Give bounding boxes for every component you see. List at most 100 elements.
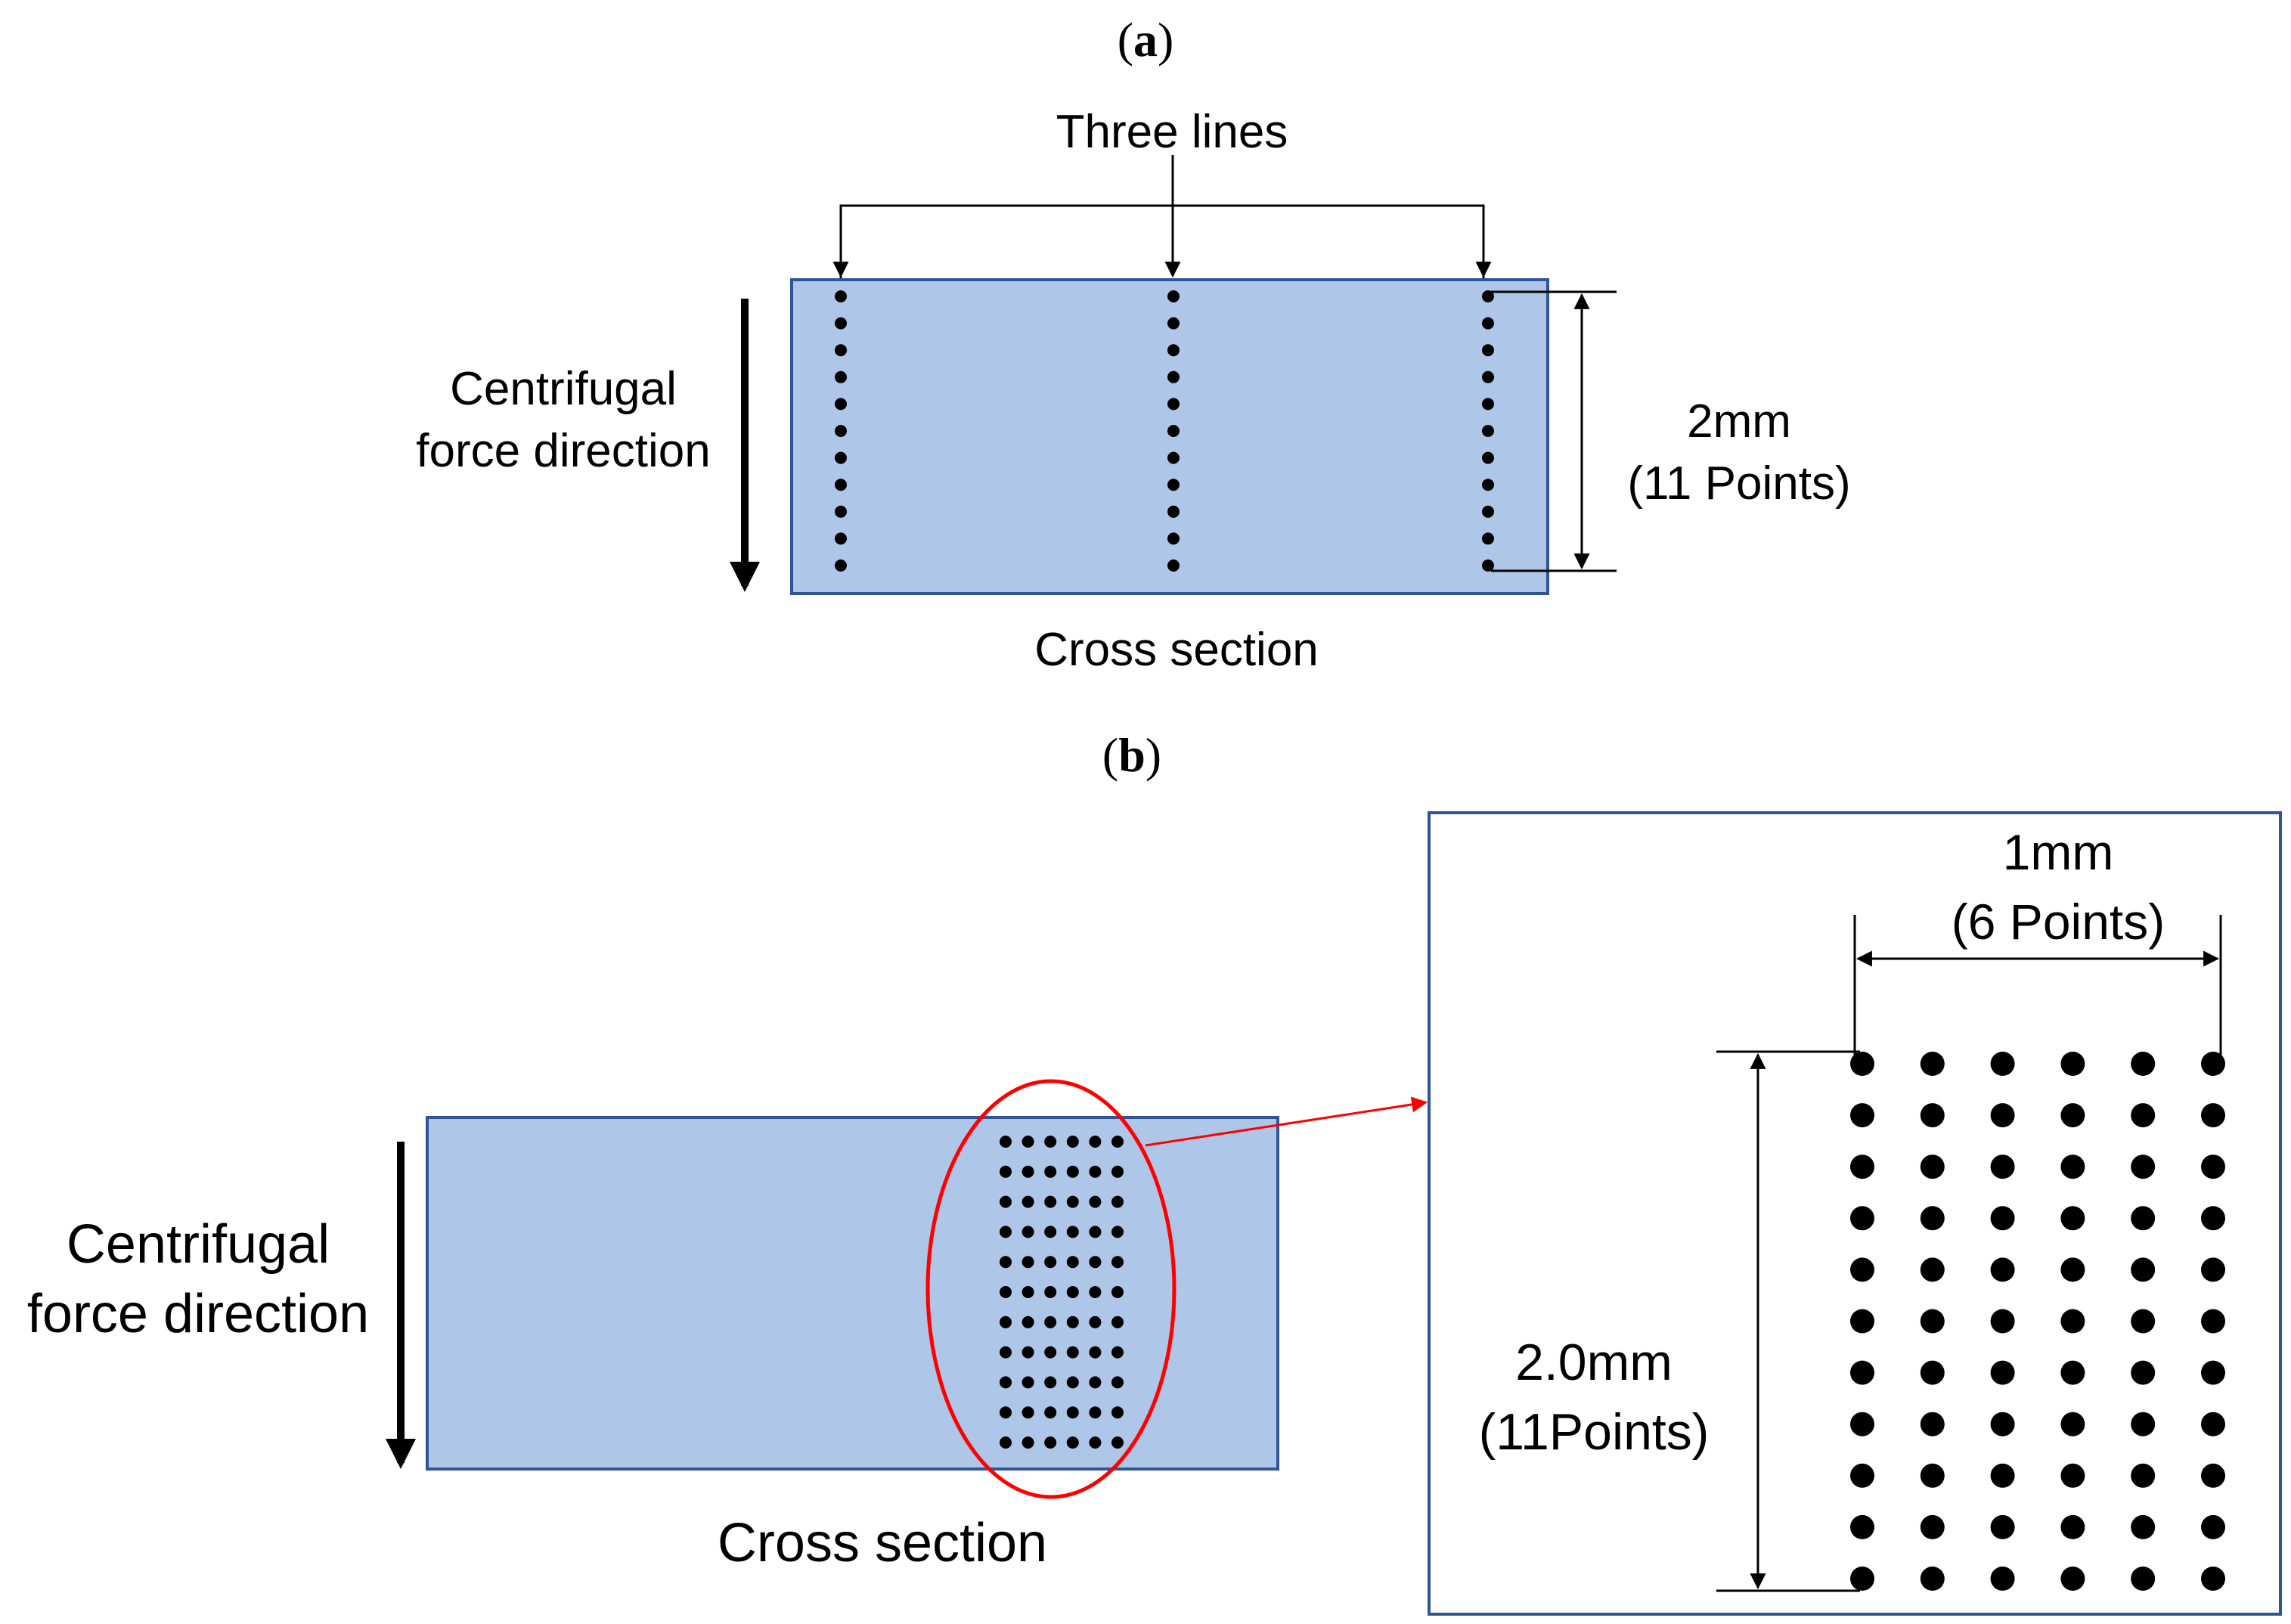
inset-height-label-line1: 2.0mm xyxy=(1515,1334,1673,1391)
inset-point xyxy=(1920,1154,1945,1179)
measurement-point xyxy=(1044,1346,1057,1359)
measurement-point xyxy=(1167,398,1180,411)
measurement-point xyxy=(1167,451,1180,464)
measurement-point xyxy=(1000,1406,1012,1419)
inset-point xyxy=(2060,1360,2085,1385)
measurement-point xyxy=(1021,1406,1034,1419)
measurement-point xyxy=(835,559,847,572)
measurement-point xyxy=(1111,1136,1124,1148)
measurement-point xyxy=(1021,1376,1034,1389)
measurement-point xyxy=(1066,1316,1079,1328)
inset-point xyxy=(1850,1514,1874,1539)
inset-point xyxy=(1850,1567,1874,1591)
measurement-point xyxy=(1000,1195,1012,1208)
measurement-point xyxy=(1111,1346,1124,1359)
measurement-point xyxy=(1044,1406,1057,1419)
measurement-point xyxy=(1089,1256,1102,1269)
measurement-point xyxy=(1000,1376,1012,1389)
measurement-point xyxy=(1482,290,1494,302)
measurement-point xyxy=(1066,1346,1079,1359)
measurement-point xyxy=(1089,1346,1102,1359)
inset-point xyxy=(1920,1309,1945,1334)
measurement-lines-a xyxy=(835,290,1494,572)
inset-point xyxy=(1990,1206,2015,1231)
measurement-point xyxy=(1044,1376,1057,1389)
measurement-point xyxy=(1111,1195,1124,1208)
measurement-point xyxy=(1089,1436,1102,1449)
inset-point xyxy=(2131,1567,2156,1591)
measurement-point xyxy=(1021,1346,1034,1359)
inset-point xyxy=(1920,1567,1945,1591)
inset-point xyxy=(1850,1463,1874,1488)
measurement-point xyxy=(1482,344,1494,357)
measurement-point xyxy=(1044,1226,1057,1238)
measurement-point xyxy=(1167,559,1180,572)
inset-point xyxy=(2060,1309,2085,1334)
inset-point xyxy=(2060,1103,2085,1128)
cross-section-b xyxy=(426,1116,1279,1471)
measurement-point xyxy=(1066,1136,1079,1148)
measurement-point xyxy=(1167,344,1180,357)
measurement-point xyxy=(1482,505,1494,518)
measurement-point xyxy=(1167,317,1180,330)
inset-point xyxy=(1990,1309,2015,1334)
inset-point xyxy=(1920,1360,1945,1385)
measurement-point xyxy=(1167,532,1180,545)
panel-b-label: (b) xyxy=(1102,728,1161,782)
inset-point xyxy=(1990,1412,2015,1436)
force-label-a-line2: force direction xyxy=(416,425,710,477)
inset-point xyxy=(1990,1360,2015,1385)
measurement-point xyxy=(1482,370,1494,383)
measurement-point xyxy=(1000,1346,1012,1359)
measurement-point xyxy=(835,532,847,545)
dim-a-label-line1: 2mm xyxy=(1687,395,1791,448)
measurement-point xyxy=(835,344,847,357)
measurement-point xyxy=(1066,1195,1079,1208)
measurement-point xyxy=(1111,1165,1124,1178)
measurement-point xyxy=(1482,479,1494,491)
inset-point xyxy=(1850,1206,1874,1231)
measurement-point xyxy=(1089,1406,1102,1419)
inset-grid xyxy=(1850,1052,2225,1591)
inset-point xyxy=(2060,1052,2085,1076)
measurement-point xyxy=(1044,1136,1057,1148)
measurement-point xyxy=(1167,370,1180,383)
measurement-point xyxy=(1111,1406,1124,1419)
inset-point xyxy=(1850,1412,1874,1436)
measurement-point xyxy=(1167,479,1180,491)
inset-point xyxy=(2131,1154,2156,1179)
inset-point xyxy=(2201,1567,2225,1591)
measurement-point xyxy=(1089,1376,1102,1389)
measurement-point xyxy=(1111,1286,1124,1298)
measurement-point xyxy=(1044,1165,1057,1178)
zoom-pointer xyxy=(1145,1096,1428,1147)
force-label-b-line2: force direction xyxy=(27,1284,369,1344)
inset-point xyxy=(2201,1052,2225,1076)
inset-point xyxy=(2060,1206,2085,1231)
inset-point xyxy=(1920,1257,1945,1282)
inset-point xyxy=(1850,1309,1874,1334)
measurement-point xyxy=(1066,1256,1079,1269)
measurement-point xyxy=(1089,1165,1102,1178)
inset-point xyxy=(1990,1514,2015,1539)
measurement-point xyxy=(1482,532,1494,545)
inset-point xyxy=(2131,1463,2156,1488)
measurement-grid-b xyxy=(1000,1136,1124,1449)
measurement-point xyxy=(1000,1136,1012,1148)
measurement-point xyxy=(1066,1436,1079,1449)
measurement-point xyxy=(1167,425,1180,437)
measurement-point xyxy=(1089,1136,1102,1148)
measurement-point xyxy=(1089,1316,1102,1328)
inset-point xyxy=(2131,1412,2156,1436)
inset-point xyxy=(2060,1567,2085,1591)
measurement-point xyxy=(835,398,847,411)
measurement-point xyxy=(1000,1436,1012,1449)
inset-width-label-line1: 1mm xyxy=(2003,824,2114,880)
inset-point xyxy=(2131,1257,2156,1282)
force-label-a-line1: Centrifugal xyxy=(450,363,677,415)
inset-point xyxy=(1920,1103,1945,1128)
inset-point xyxy=(2060,1154,2085,1179)
measurement-point xyxy=(1066,1286,1079,1298)
inset-point xyxy=(1920,1412,1945,1436)
inset-point xyxy=(1850,1360,1874,1385)
